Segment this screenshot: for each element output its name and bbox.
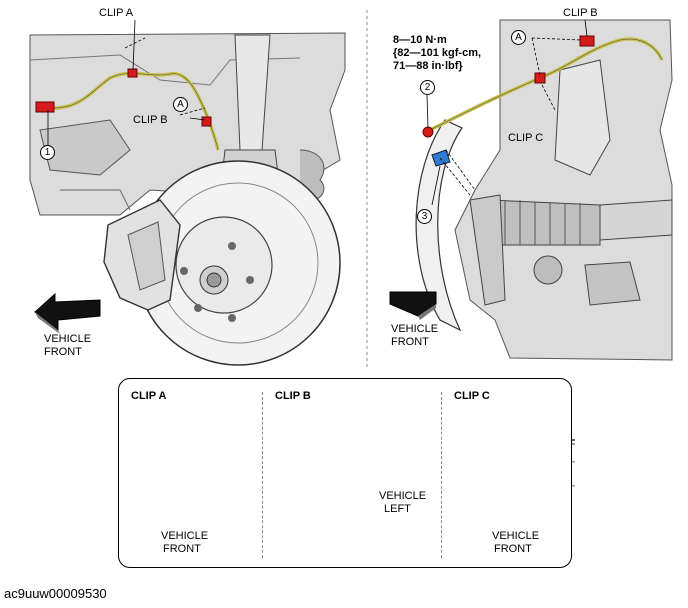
clip-detail-panel bbox=[118, 378, 572, 568]
right-vehicle-front-line2: FRONT bbox=[391, 336, 429, 348]
image-code: ac9uuw00009530 bbox=[4, 586, 107, 601]
detail-clip-b-dir-line1: VEHICLE bbox=[379, 490, 427, 502]
right-callout-3: 3 bbox=[417, 209, 432, 224]
detail-clip-b-dir-line2: LEFT bbox=[384, 503, 411, 515]
torque-spec-line3: 71—88 in·lbf} bbox=[393, 60, 463, 72]
hose-bracket-left bbox=[35, 101, 55, 113]
detail-clip-b-title: CLIP B bbox=[275, 390, 311, 402]
detail-clip-a-dir-line1: VEHICLE bbox=[161, 530, 209, 542]
union-3 bbox=[431, 149, 451, 167]
detail-clip-c-title: CLIP C bbox=[454, 390, 490, 402]
torque-spec-line2: {82—101 kgf-cm, bbox=[393, 47, 482, 59]
left-view-drawing bbox=[29, 19, 346, 366]
right-clip-b-label: CLIP B bbox=[563, 7, 598, 19]
clip-b-left bbox=[201, 116, 212, 127]
detail-clip-a-dir-line2: FRONT bbox=[163, 543, 201, 555]
left-clip-a-label: CLIP A bbox=[99, 7, 134, 19]
right-vehicle-front-line1: VEHICLE bbox=[391, 323, 439, 335]
detail-clip-c-dir-line2: FRONT bbox=[494, 543, 532, 555]
detail-clip-c-dir-line1: VEHICLE bbox=[492, 530, 540, 542]
clip-b-right bbox=[579, 35, 595, 47]
right-callout-a: A bbox=[511, 30, 526, 45]
clip-a-left bbox=[127, 68, 138, 78]
right-callout-2: 2 bbox=[420, 80, 435, 95]
panel-divider-2 bbox=[441, 392, 442, 558]
detail-clip-a-title: CLIP A bbox=[131, 390, 167, 402]
bolt-2 bbox=[422, 126, 434, 138]
left-vehicle-front-line2: FRONT bbox=[44, 346, 82, 358]
right-clip-c-label: CLIP C bbox=[508, 132, 544, 144]
right-view-drawing bbox=[389, 19, 673, 361]
clip-c-right bbox=[534, 72, 546, 84]
brake-disc-right bbox=[415, 119, 463, 332]
panel-divider-1 bbox=[262, 392, 263, 558]
left-clip-b-label: CLIP B bbox=[133, 114, 168, 126]
left-callout-1: 1 bbox=[40, 145, 55, 160]
left-vehicle-front-line1: VEHICLE bbox=[44, 333, 92, 345]
torque-spec-line1: 8—10 N·m bbox=[393, 34, 447, 46]
vehicle-front-arrow-left bbox=[34, 292, 101, 332]
left-callout-a: A bbox=[173, 97, 188, 112]
